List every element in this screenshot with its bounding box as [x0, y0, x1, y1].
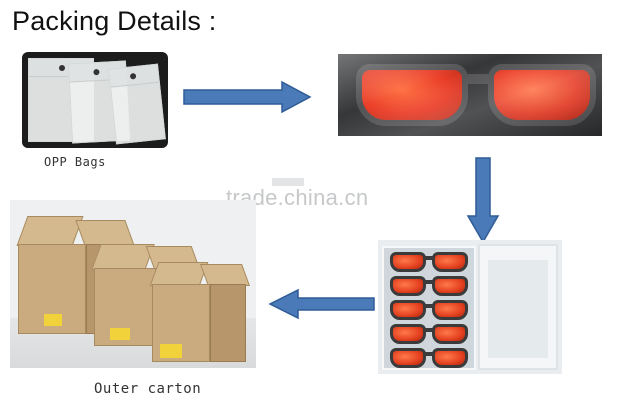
arrow-down-icon	[466, 157, 500, 244]
opp-bags-caption: OPP Bags	[44, 155, 106, 169]
sunglasses-lens	[488, 64, 596, 126]
opp-bag	[108, 63, 166, 145]
boxed-glasses-photo	[378, 240, 562, 374]
bagged-glasses-photo	[338, 54, 602, 136]
outer-cartons-photo	[10, 200, 256, 368]
arrow-right-icon	[183, 80, 312, 114]
page-title: Packing Details :	[12, 6, 217, 36]
outer-carton-caption: Outer carton	[94, 381, 202, 397]
box-lid	[478, 244, 558, 370]
watermark-logo	[272, 178, 304, 186]
opp-bags-photo	[22, 52, 168, 148]
arrow-left-icon	[268, 288, 375, 320]
carton-small	[149, 262, 251, 366]
glasses-tray	[382, 246, 476, 370]
sunglasses-lens	[356, 64, 468, 126]
